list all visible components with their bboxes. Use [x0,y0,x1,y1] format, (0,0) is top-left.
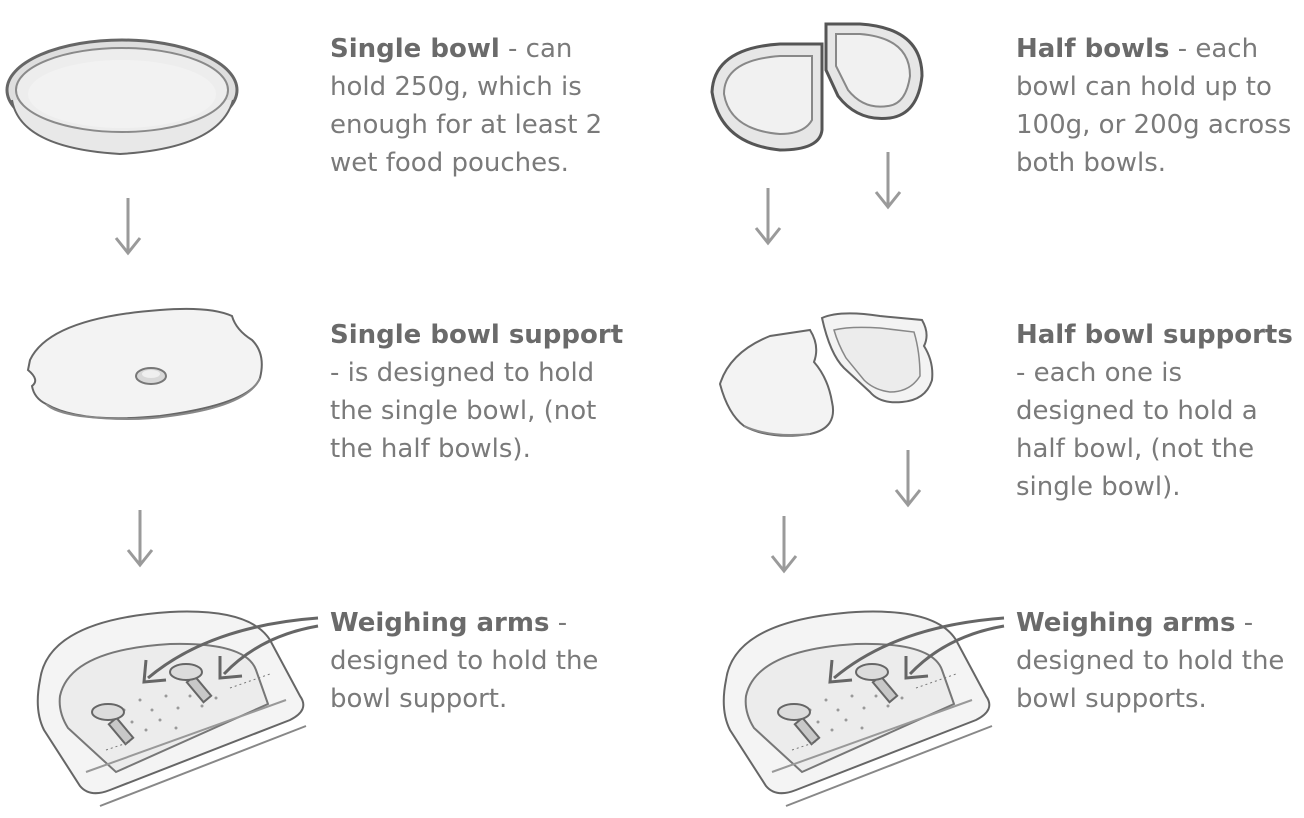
weighing-arms-title: Weighing arms [1016,608,1236,638]
half-bowl-supports-caption: Half bowl supports - each one is designe… [1016,316,1302,506]
weighing-arms-illustration [722,610,1005,807]
down-arrow-icon [114,198,142,256]
down-arrow-icon [754,188,782,246]
single-bowl-support-text: - is designed to hold the single bowl, (… [330,358,597,464]
weighing-arms-caption: Weighing arms - designed to hold the bow… [330,604,630,718]
weighing-arms-illustration [36,610,319,807]
half-bowls-caption: Half bowls - each bowl can hold up to 10… [1016,30,1296,182]
single-bowl-title: Single bowl [330,34,500,64]
down-arrow-icon [770,516,798,574]
single-bowl-support-caption: Single bowl support - is designed to hol… [330,316,640,468]
single-bowl-text: - can hold 250g, which is enough for at … [330,34,603,178]
weighing-arms-title: Weighing arms [330,608,550,638]
single-bowl-support-illustration [26,307,263,420]
half-bowl-supports-title: Half bowl supports [1016,320,1293,350]
half-bowl-supports-illustration [718,312,934,437]
down-arrow-icon [874,152,902,210]
down-arrow-icon [894,450,922,508]
single-bowl-caption: Single bowl - can hold 250g, which is en… [330,30,630,182]
weighing-arms-text: - designed to hold the bowl supports. [1016,608,1285,714]
single-bowl-support-title: Single bowl support [330,320,624,350]
weighing-arms-caption: Weighing arms - designed to hold the bow… [1016,604,1302,718]
half-bowls-title: Half bowls [1016,34,1170,64]
down-arrow-icon [126,510,154,568]
half-bowls-illustration [710,22,924,152]
single-bowl-illustration [5,38,239,156]
half-bowl-supports-text: - each one is designed to hold a half bo… [1016,358,1258,502]
half-bowls-text: - each bowl can hold up to 100g, or 200g… [1016,34,1292,178]
weighing-arms-text: - designed to hold the bowl support. [330,608,599,714]
